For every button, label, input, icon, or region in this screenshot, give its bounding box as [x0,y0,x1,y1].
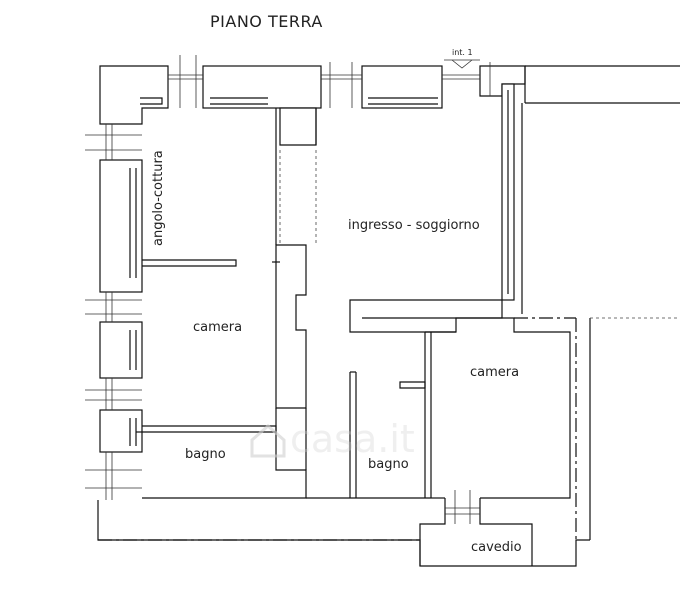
room-label-cavedio: cavedio [471,540,522,555]
house-icon [250,424,286,458]
entrance-arrow-icon [451,59,473,69]
room-label-bagno-middle: bagno [368,457,409,472]
entrance-label: int. 1 [452,48,473,57]
entrance-marker: int. 1 [444,48,480,69]
room-label-ingresso-soggiorno: ingresso - soggiorno [348,218,480,233]
watermark-text: casa.it [290,417,415,461]
top-wall [99,55,680,146]
wall-top-right [361,65,443,109]
interior-walls [136,83,571,566]
wall-left-bagno [99,409,143,453]
wall-left-kitchen [99,159,143,293]
wall-corner-top-left [99,65,169,125]
pillar-top [279,107,317,146]
watermark: casa.it [250,417,415,461]
floor-title: PIANO TERRA [210,12,323,31]
central-pillar [275,244,307,409]
wall-left-camera [99,321,143,379]
room-label-angolo-cottura: angolo-cottura [151,150,166,246]
outer-boundary [97,300,680,567]
wall-top-mid [202,65,322,109]
left-wall [85,124,143,500]
room-label-camera-left: camera [193,320,242,335]
room-label-camera-right: camera [470,365,519,380]
wall-soggiorno-bottom [349,299,503,333]
room-label-bagno-left: bagno [185,447,226,462]
